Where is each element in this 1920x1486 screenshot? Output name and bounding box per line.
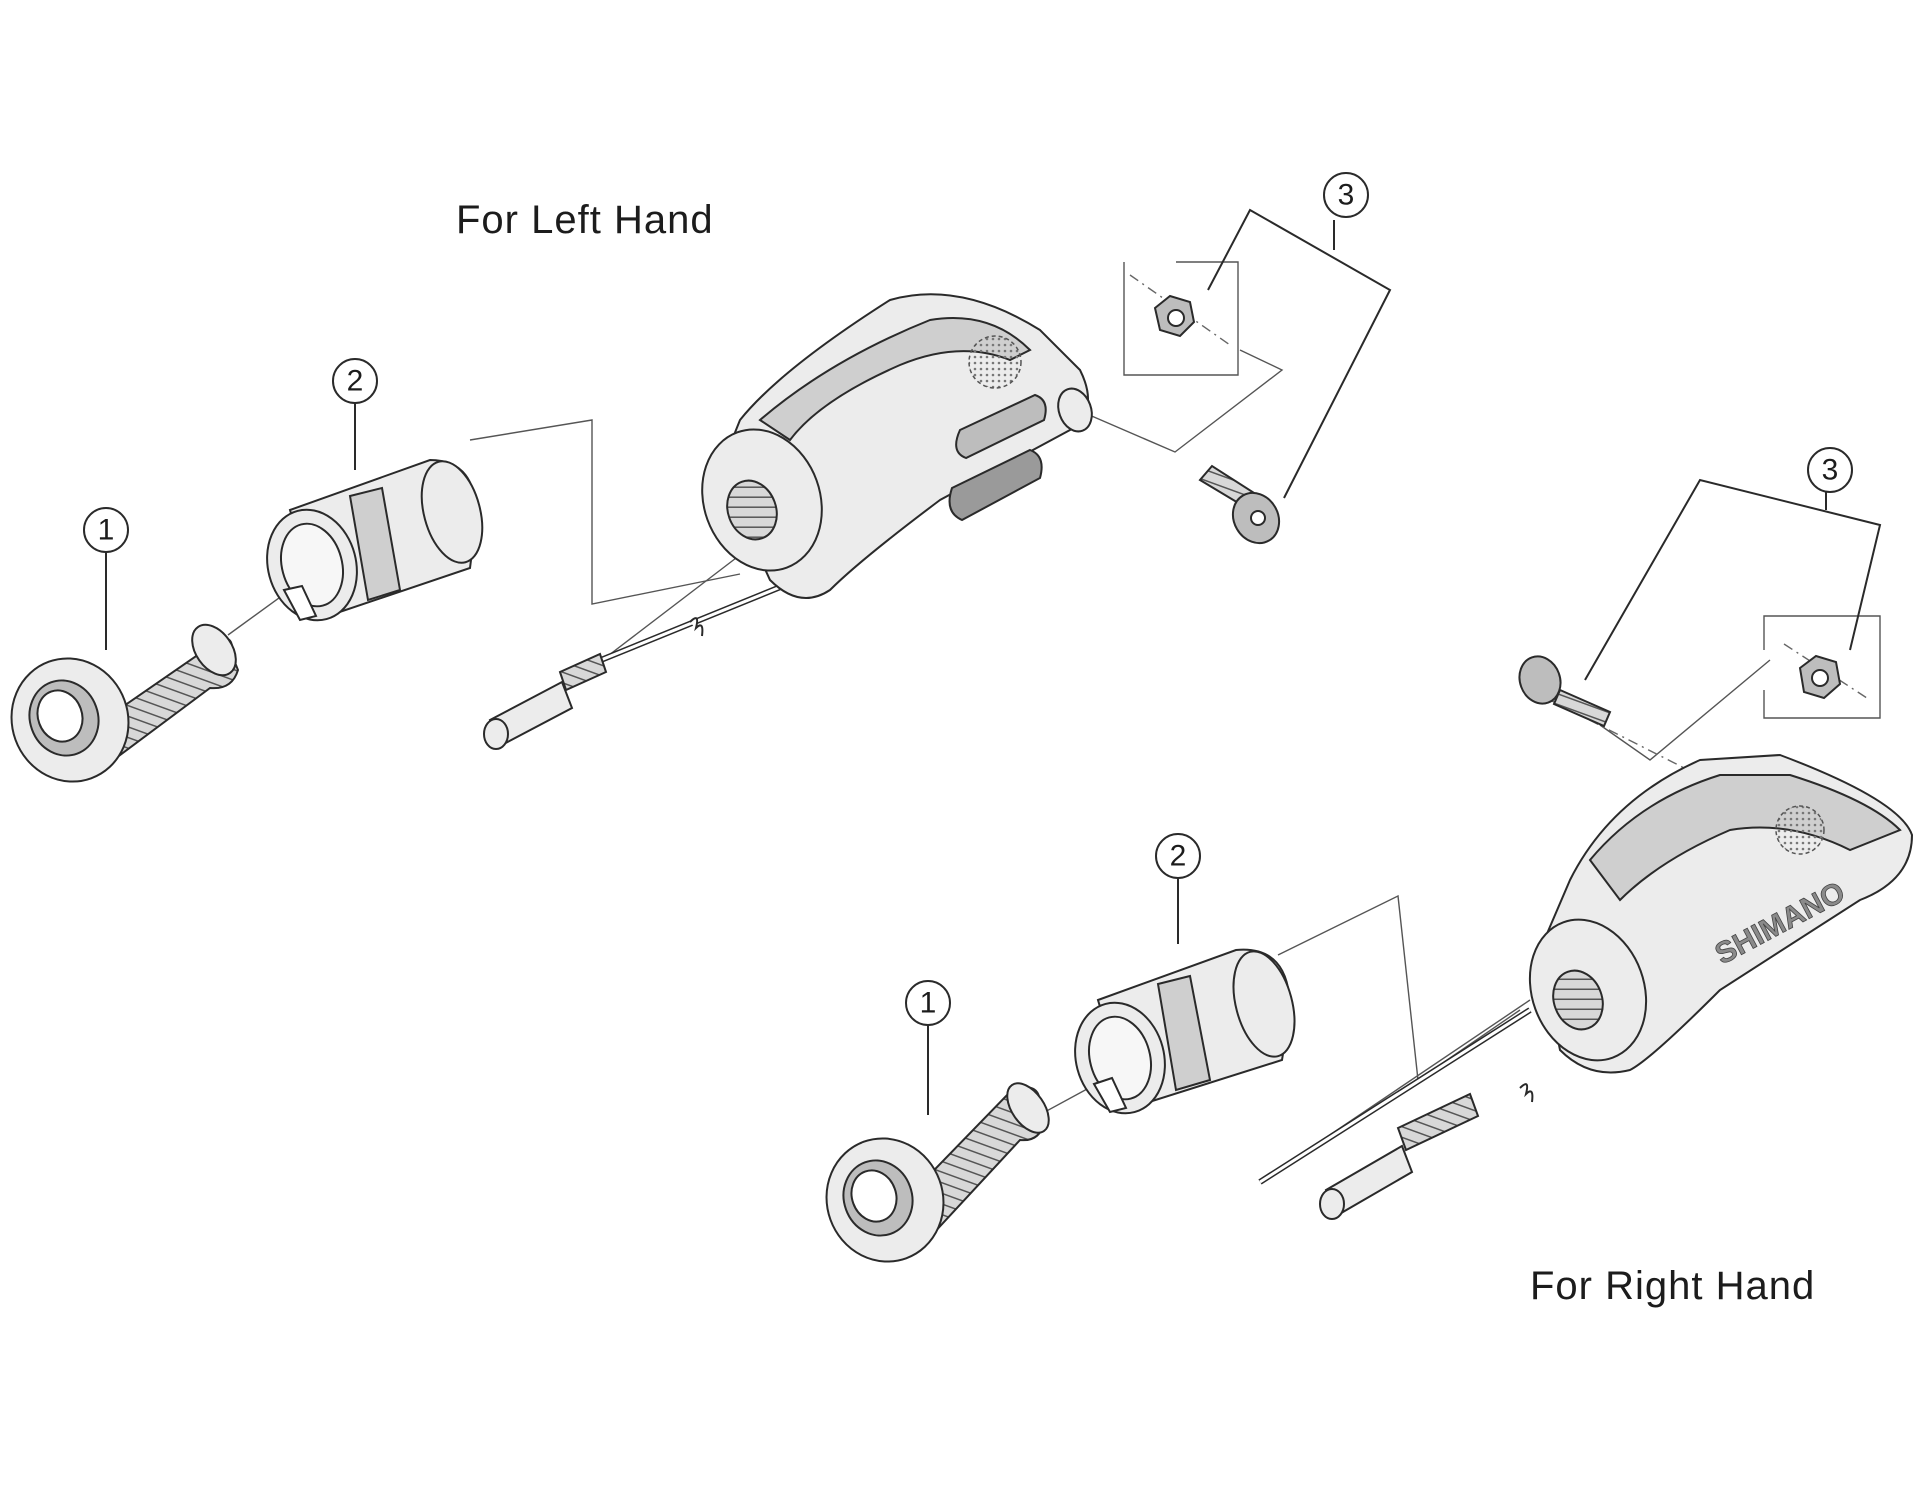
svg-text:1: 1 bbox=[98, 514, 115, 547]
right-cable bbox=[1258, 1007, 1534, 1220]
right-hand-caption: For Right Hand bbox=[1530, 1264, 1816, 1308]
right-callout-leaders bbox=[927, 478, 1882, 1115]
right-callout-1: 1 bbox=[905, 980, 951, 1026]
left-hand-caption: For Left Hand bbox=[456, 198, 714, 242]
left-hand-assembly: 1 2 3 bbox=[10, 172, 1392, 783]
right-shifter-body: SHIMANO bbox=[1528, 753, 1914, 1074]
svg-text:1: 1 bbox=[920, 987, 937, 1020]
left-callout-3: 3 bbox=[1323, 172, 1369, 218]
left-cable bbox=[483, 572, 812, 750]
left-shifter-body bbox=[701, 293, 1093, 599]
left-callout-1: 1 bbox=[83, 507, 129, 553]
svg-text:2: 2 bbox=[347, 365, 364, 398]
svg-text:3: 3 bbox=[1822, 454, 1839, 487]
left-nut-screw-part-3 bbox=[1123, 261, 1281, 545]
left-callout-2: 2 bbox=[332, 358, 378, 404]
left-callout-leaders bbox=[105, 208, 1392, 650]
right-callout-3: 3 bbox=[1807, 447, 1853, 493]
right-bolt-part-1 bbox=[825, 1082, 1050, 1263]
left-sleeve-part-2 bbox=[266, 458, 484, 622]
left-bolt-part-1 bbox=[10, 623, 240, 783]
right-hand-assembly: SHIMANO 1 2 3 bbox=[825, 447, 1914, 1263]
right-sleeve-part-2 bbox=[1074, 948, 1296, 1115]
svg-text:2: 2 bbox=[1170, 840, 1187, 873]
right-nut-screw-part-3 bbox=[1518, 615, 1881, 728]
svg-text:3: 3 bbox=[1338, 179, 1355, 212]
right-callout-2: 2 bbox=[1155, 833, 1201, 879]
